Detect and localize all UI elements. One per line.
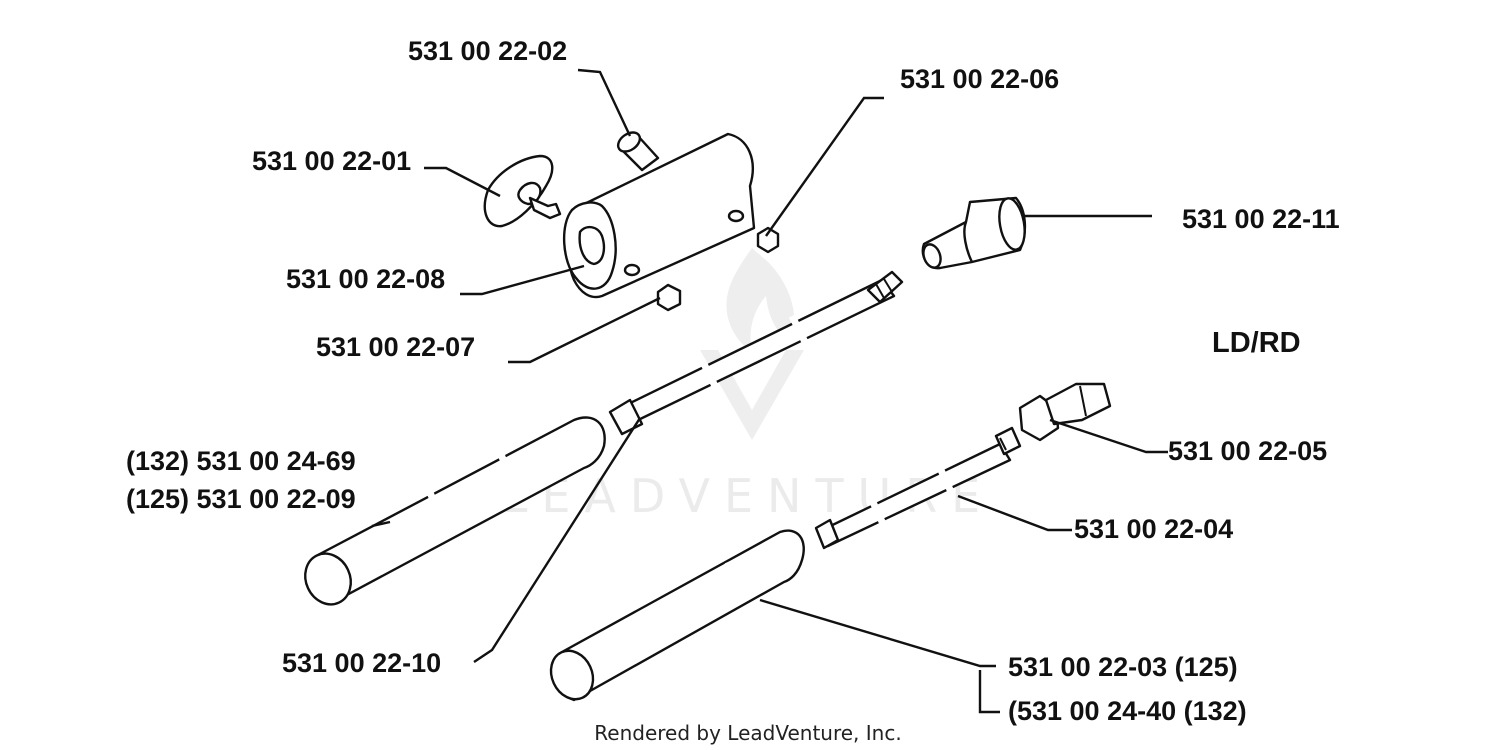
label-531-00-24-40-132: (531 00 24-40 (132) <box>1008 696 1247 726</box>
label-531-00-22-06: 531 00 22-06 <box>900 64 1059 94</box>
lower-tube <box>549 529 805 702</box>
footer-credit: Rendered by LeadVenture, Inc. <box>594 721 901 745</box>
leadventure-watermark: LEADVENTURE <box>502 248 980 523</box>
label-531-00-22-05: 531 00 22-05 <box>1168 436 1327 466</box>
label-125-531-00-22-09: (125) 531 00 22-09 <box>126 484 356 514</box>
leader-lines <box>371 68 1168 714</box>
lower-drive-shaft <box>814 426 1022 550</box>
watermark-flame-logo <box>700 248 804 440</box>
clamp-housing <box>562 131 780 312</box>
wing-knob <box>483 154 562 228</box>
label-531-00-22-10: 531 00 22-10 <box>282 648 441 678</box>
nut-22-06 <box>756 226 780 254</box>
label-132-531-00-24-69: (132) 531 00 24-69 <box>126 446 356 476</box>
label-531-00-22-04: 531 00 22-04 <box>1074 514 1233 544</box>
label-531-00-22-08: 531 00 22-08 <box>286 264 445 294</box>
lower-fitting <box>1018 382 1112 442</box>
coupler-sleeve <box>921 196 1027 270</box>
label-531-00-22-11: 531 00 22-11 <box>1182 204 1340 234</box>
label-531-00-22-02: 531 00 22-02 <box>408 36 567 66</box>
label-531-00-22-01: 531 00 22-01 <box>252 146 411 176</box>
label-531-00-22-03-125: 531 00 22-03 (125) <box>1008 652 1238 682</box>
variant-label: LD/RD <box>1212 327 1301 359</box>
label-531-00-22-07: 531 00 22-07 <box>316 332 475 362</box>
upper-tube <box>304 416 606 606</box>
nut-22-07 <box>656 283 682 312</box>
